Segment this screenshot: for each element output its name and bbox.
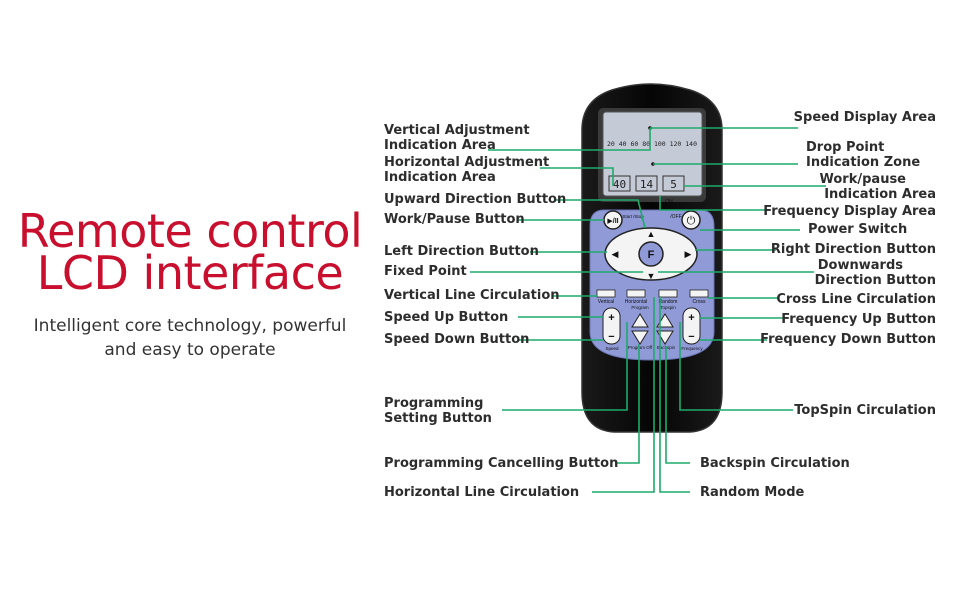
label-horizontal-adjustment: Horizontal Adjustment Indication Area: [384, 155, 549, 185]
cross-button[interactable]: [689, 289, 709, 298]
frequency-down-button[interactable]: −: [688, 331, 694, 343]
power-icon: ⏻: [687, 215, 696, 227]
frequency-key-label: Frequency: [681, 346, 703, 351]
label-vertical-adjustment-line1: Vertical Adjustment: [384, 123, 530, 138]
label-work-pause-ind-line1: Work/pause: [819, 172, 907, 187]
left-arrow-icon[interactable]: ◀: [612, 249, 619, 259]
label-drop-point-line1: Drop Point: [806, 140, 885, 155]
speed-key-label: Speed: [605, 346, 619, 351]
down-arrow-icon[interactable]: ▼: [647, 271, 656, 281]
backspin-button[interactable]: [656, 330, 674, 345]
leader-vertical-adjustment: [488, 128, 651, 151]
random-button[interactable]: [658, 289, 678, 298]
leader-programming-cancel: [617, 344, 640, 464]
start-stop-label: Start /Stop: [622, 214, 644, 219]
label-programming-setting-line1: Programming: [384, 396, 484, 411]
program-off-key-label: Program Off: [628, 345, 653, 350]
label-upward: Upward Direction Button: [384, 192, 567, 207]
lcd-frequency-box: [635, 175, 658, 192]
vertical-button[interactable]: [596, 289, 616, 298]
label-left-direction: Left Direction Button: [384, 244, 539, 259]
speed-down-button[interactable]: −: [608, 331, 614, 343]
label-cross-line: Cross Line Circulation: [776, 292, 936, 307]
frequency-rocker: [682, 307, 701, 345]
program-button[interactable]: [631, 313, 649, 328]
vertical-key-label: Vertical: [598, 299, 614, 305]
up-arrow-icon[interactable]: ▲: [647, 229, 656, 239]
label-horizontal-line: Horizontal Line Circulation: [384, 485, 580, 500]
lcd-speed-box: [608, 175, 631, 192]
lcd-frequency-value: 14: [640, 178, 654, 191]
lcd-mode-value: 5: [670, 178, 677, 191]
leader-backspin: [665, 346, 690, 464]
label-vertical-line: Vertical Line Circulation: [384, 288, 560, 303]
label-work-pause: Work/Pause Button: [384, 212, 525, 227]
label-fixed-point: Fixed Point: [384, 264, 467, 279]
leader-lines: [470, 127, 826, 493]
speed-rocker: [602, 307, 621, 345]
headline-line-2: LCD interface: [36, 246, 344, 300]
label-vertical-adjustment-line2: Indication Area: [384, 138, 496, 153]
lcd-scale: 20 40 60 80 100 120 140: [607, 140, 697, 148]
subheadline-line-2: and easy to operate: [104, 340, 276, 360]
right-arrow-icon[interactable]: ▶: [685, 249, 692, 259]
fixed-point-glyph: F: [648, 249, 655, 261]
fixed-point-button[interactable]: [638, 241, 664, 267]
subheadline: Intelligent core technology, powerful an…: [10, 314, 370, 362]
label-right-direction: Right Direction Button: [770, 242, 936, 257]
speed-up-button[interactable]: +: [608, 312, 614, 324]
label-frequency-display: Frequency Display Area: [763, 204, 936, 219]
leader-frequency-display: [659, 196, 768, 211]
label-work-pause-ind: Work/pause Indication Area: [820, 172, 937, 202]
lcd-screen: [602, 111, 703, 197]
headline: Remote control LCD interface: [10, 204, 370, 300]
label-frequency-up: Frequency Up Button: [781, 312, 936, 327]
label-work-pause-ind-line2: Indication Area: [824, 187, 936, 202]
subheadline-line-1: Intelligent core technology, powerful: [33, 316, 347, 336]
frequency-up-button[interactable]: +: [688, 312, 694, 324]
random-key-label: Random: [659, 299, 678, 305]
topspin-button[interactable]: [656, 313, 674, 328]
program-off-button[interactable]: [631, 330, 649, 345]
lcd-mode-box: [662, 175, 685, 192]
leader-random: [659, 297, 690, 493]
label-horizontal-adjustment-line1: Horizontal Adjustment: [384, 155, 550, 170]
leader-topspin: [679, 322, 793, 411]
leader-programming-setting: [502, 322, 628, 411]
lcd-speed-value: 40: [613, 178, 626, 191]
leader-upward: [555, 199, 646, 229]
label-vertical-adjustment: Vertical Adjustment Indication Area: [384, 123, 530, 153]
topspin-key-label: Topspin: [660, 305, 676, 310]
label-downwards: Downwards Direction Button: [815, 258, 936, 288]
cross-key-label: Cross: [692, 299, 706, 305]
label-programming-cancel: Programming Cancelling Button: [384, 456, 619, 471]
label-backspin: Backspin Circulation: [700, 456, 850, 471]
label-drop-point: Drop Point Indication Zone: [806, 140, 920, 170]
label-downwards-line1: Downwards: [817, 258, 903, 273]
label-power-switch: Power Switch: [808, 222, 908, 237]
label-topspin: TopSpin Circulation: [794, 403, 936, 418]
headline-line-1: Remote control: [17, 204, 363, 258]
label-speed-up: Speed Up Button: [384, 310, 509, 325]
label-drop-point-line2: Indication Zone: [806, 155, 921, 170]
label-downwards-line2: Direction Button: [814, 273, 936, 288]
label-programming-setting-line2: Setting Button: [384, 411, 492, 426]
horizontal-key-label: Horizontal: [625, 299, 648, 305]
label-speed-display: Speed Display Area: [793, 110, 936, 125]
off-label: /OFF: [670, 214, 681, 220]
label-frequency-down: Frequency Down Button: [760, 332, 936, 347]
work-pause-glyph: ▶/II: [607, 218, 618, 225]
on-label: ON: [665, 199, 673, 205]
label-random: Random Mode: [700, 485, 805, 500]
horizontal-button[interactable]: [626, 289, 646, 298]
label-speed-down: Speed Down Button: [384, 332, 530, 347]
label-horizontal-adjustment-line2: Indication Area: [384, 170, 496, 185]
leader-horizontal-line: [592, 297, 655, 493]
power-button[interactable]: [681, 210, 701, 230]
program-key-label: Program: [631, 305, 649, 310]
label-programming-setting: Programming Setting Button: [384, 396, 492, 426]
leader-horizontal-adjustment: [540, 167, 614, 186]
